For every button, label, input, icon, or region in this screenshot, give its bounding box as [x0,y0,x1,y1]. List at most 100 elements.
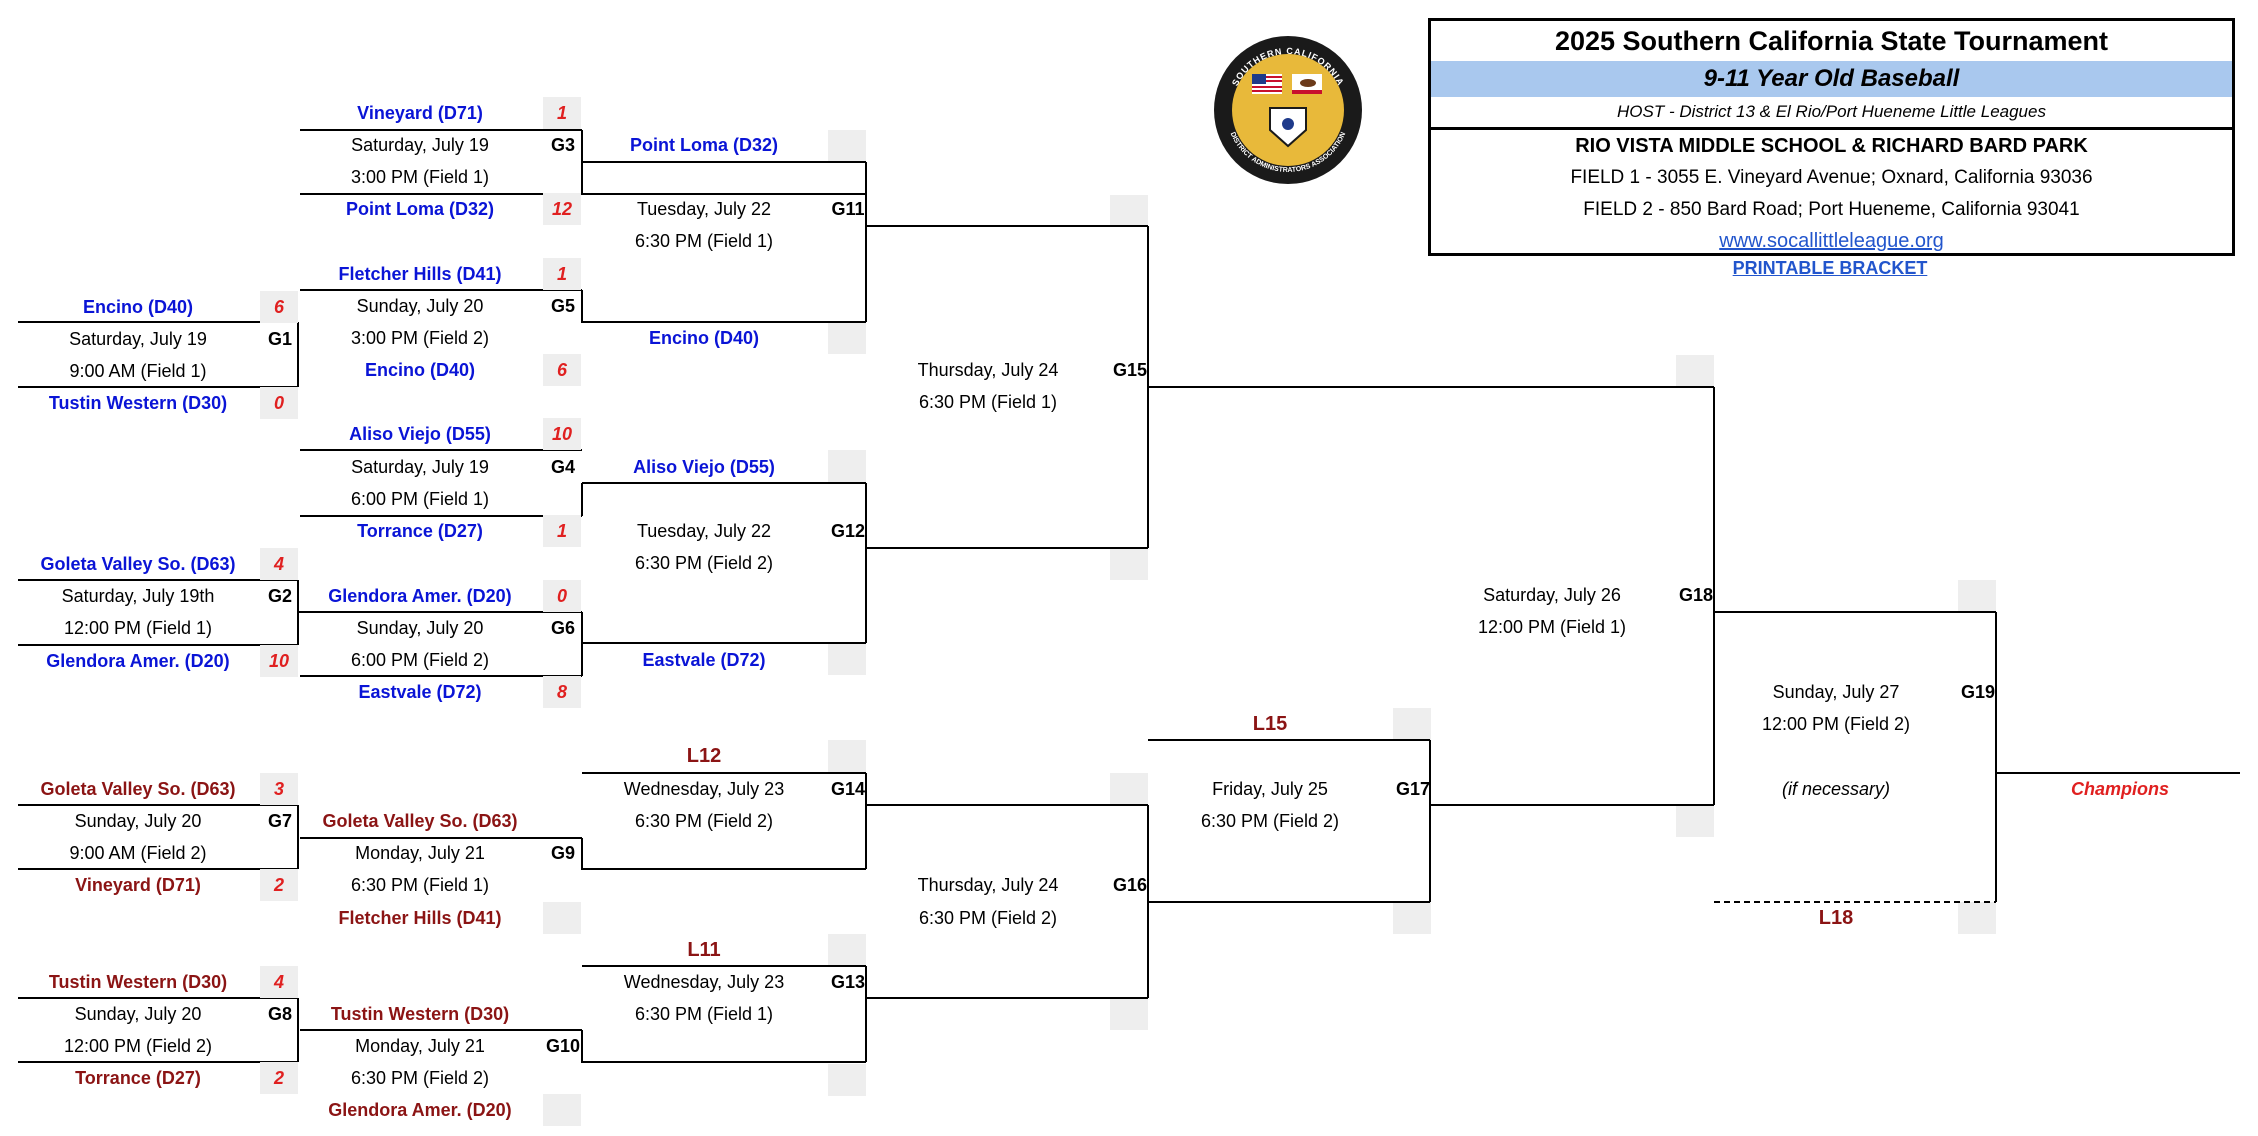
g15-date: Thursday, July 24 [917,360,1059,380]
score-g7-top: 3 [260,773,298,805]
g9-date: Monday, July 21 [355,843,485,863]
g13-date: Wednesday, July 23 [623,972,785,992]
g14-date: Wednesday, July 23 [623,779,785,799]
g9-time: 6:30 PM (Field 1) [350,875,490,895]
team-g6-top: Glendora Amer. (D20) [328,586,512,606]
g19-date: Sunday, July 27 [1772,682,1900,702]
g17-label: G17 [1395,779,1431,799]
website-link[interactable]: www.socallittleleague.org [1719,230,1944,252]
g17-date: Friday, July 25 [1212,779,1328,799]
little-league-logo-icon: SOUTHERN CALIFORNIA DISTRICT ADMINISTRAT… [1214,36,1362,184]
team-g9-bottom: Fletcher Hills (D41) [338,908,502,928]
g14-label: G14 [830,779,866,799]
g4-time: 6:00 PM (Field 1) [350,489,490,509]
team-g1-bottom: Tustin Western (D30) [48,393,228,413]
g4-date: Saturday, July 19 [351,457,489,477]
g18-label: G18 [1678,585,1714,605]
score-g2-top: 4 [260,548,298,580]
score-g2-bottom: 10 [260,645,298,677]
score-g1-bottom: 0 [260,387,298,419]
g10-label: G10 [545,1036,581,1056]
score-g7-bottom: 2 [260,869,298,901]
g3-label: G3 [550,135,575,155]
g8-time: 12:00 PM (Field 2) [63,1036,213,1056]
g1-time: 9:00 AM (Field 1) [69,361,207,381]
g2-time: 12:00 PM (Field 1) [63,618,213,638]
g6-time: 6:00 PM (Field 2) [350,650,490,670]
score-g5-top: 1 [543,258,581,290]
g3-date: Saturday, July 19 [351,135,489,155]
team-g4-top: Aliso Viejo (D55) [349,424,491,444]
g12-date: Tuesday, July 22 [636,521,772,541]
g6-date: Sunday, July 20 [356,618,484,638]
team-g9-top: Goleta Valley So. (D63) [322,811,518,831]
tournament-header: 2025 Southern California State Tournamen… [1428,18,2235,256]
g13-label: G13 [830,972,866,992]
team-g7-bottom: Vineyard (D71) [75,875,201,895]
g5-label: G5 [550,296,575,316]
tournament-title: 2025 Southern California State Tournamen… [1554,26,2109,56]
score-g5-bottom: 6 [543,354,581,386]
loser-g18-label: L18 [1818,907,1854,929]
g17-time: 6:30 PM (Field 2) [1200,811,1340,831]
score-g3-top: 1 [543,97,581,129]
g10-time: 6:30 PM (Field 2) [350,1068,490,1088]
loser-g12-label: L12 [686,745,722,767]
g5-date: Sunday, July 20 [356,296,484,316]
g6-label: G6 [550,618,575,638]
team-g6-bottom: Eastvale (D72) [358,682,482,702]
g5-time: 3:00 PM (Field 2) [350,328,490,348]
g19-note: (if necessary) [1781,779,1891,799]
team-g3-bottom: Point Loma (D32) [345,199,494,219]
score-g6-top: 0 [543,580,581,612]
g8-date: Sunday, July 20 [74,1004,202,1024]
g19-time: 12:00 PM (Field 2) [1761,714,1911,734]
field1-address: FIELD 1 - 3055 E. Vineyard Avenue; Oxnar… [1570,167,2093,188]
g2-date: Saturday, July 19th [61,586,215,606]
g7-time: 9:00 AM (Field 2) [69,843,207,863]
champions-label: Champions [2070,779,2169,799]
g7-date: Sunday, July 20 [74,811,202,831]
g7-label: G7 [267,811,292,831]
score-g4-top: 10 [543,418,581,450]
g16-date: Thursday, July 24 [917,875,1059,895]
host-line: HOST - District 13 & El Rio/Port Hueneme… [1431,97,2232,130]
g19-label: G19 [1960,682,1996,702]
g18-time: 12:00 PM (Field 1) [1477,617,1627,637]
team-g8-top: Tustin Western (D30) [48,972,228,992]
team-g5-top: Fletcher Hills (D41) [338,264,502,284]
g1-label: G1 [267,329,292,349]
team-g4-bottom: Torrance (D27) [357,521,483,541]
field2-address: FIELD 2 - 850 Bard Road; Port Hueneme, C… [1583,199,2080,220]
g10-date: Monday, July 21 [355,1036,485,1056]
team-g10-bottom: Glendora Amer. (D20) [328,1100,512,1120]
g12-label: G12 [830,521,866,541]
g16-label: G16 [1112,875,1148,895]
team-g12-top: Aliso Viejo (D55) [633,457,775,477]
team-g7-top: Goleta Valley So. (D63) [40,779,236,799]
team-g2-bottom: Glendora Amer. (D20) [46,651,230,671]
g15-time: 6:30 PM (Field 1) [918,392,1058,412]
g16-time: 6:30 PM (Field 2) [918,908,1058,928]
team-g10-top: Tustin Western (D30) [330,1004,510,1024]
loser-g15-label: L15 [1252,713,1288,735]
team-g12-bottom: Eastvale (D72) [642,650,766,670]
g15-label: G15 [1112,360,1148,380]
g13-time: 6:30 PM (Field 1) [634,1004,774,1024]
empty-score-cells [543,130,1996,1126]
team-g11-top: Point Loma (D32) [629,135,778,155]
g18-date: Saturday, July 26 [1483,585,1621,605]
division-banner: 9-11 Year Old Baseball [1431,61,2232,97]
score-g6-bottom: 8 [543,676,581,708]
venue-line: RIO VISTA MIDDLE SCHOOL & RICHARD BARD P… [1575,135,2088,157]
score-g8-bottom: 2 [260,1062,298,1094]
team-g5-bottom: Encino (D40) [364,360,475,380]
score-g4-bottom: 1 [543,515,581,547]
g14-time: 6:30 PM (Field 2) [634,811,774,831]
team-g11-bottom: Encino (D40) [648,328,759,348]
team-g2-top: Goleta Valley So. (D63) [40,554,236,574]
g2-label: G2 [267,586,292,606]
printable-bracket-link[interactable]: PRINTABLE BRACKET [1732,258,1928,278]
g4-label: G4 [550,457,575,477]
